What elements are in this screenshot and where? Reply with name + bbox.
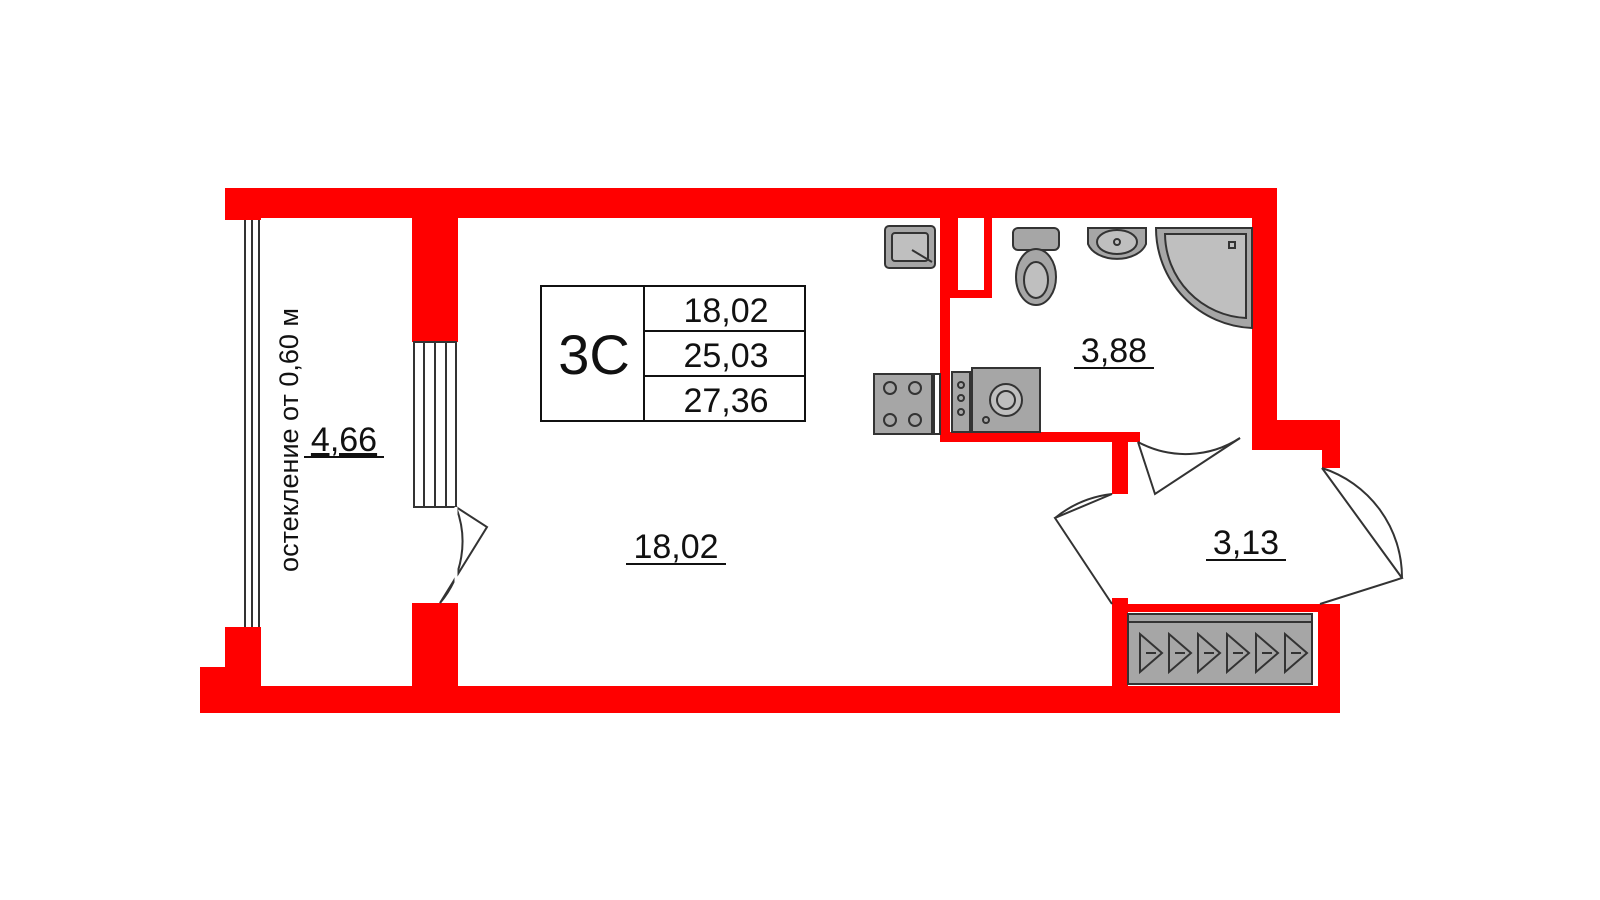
wardrobe-hanger-icon [1284, 631, 1309, 675]
wardrobe-hanger-icon [1255, 631, 1280, 675]
wall-top [225, 188, 1277, 218]
wardrobe-hanger-icon [1226, 631, 1251, 675]
washbasin-icon [1087, 227, 1147, 260]
wardrobe-hanger-icon [1139, 631, 1164, 675]
shower-tray-icon [1154, 227, 1253, 330]
wall-partition-top [412, 188, 458, 342]
wall-hall-left-lower [1112, 598, 1128, 708]
total-area-value: 25,03 [683, 337, 768, 375]
total-with-balcony-value: 27,36 [683, 382, 768, 420]
balcony-glazing [244, 220, 260, 627]
toilet-icon [1012, 227, 1060, 306]
wall-bath-bottom [940, 432, 1140, 442]
wall-wardrobe-top [1112, 604, 1340, 612]
wall-bath-left [940, 218, 950, 436]
wall-partition-bottom [412, 603, 458, 711]
wall-hall-right-lower [1318, 604, 1340, 712]
hallway-area-label: 3,13 [1213, 524, 1279, 562]
walls [200, 188, 1340, 713]
wall-shaft-bottom [950, 290, 992, 298]
wardrobe-hanger-icon [1168, 631, 1193, 675]
balcony-window [413, 341, 457, 508]
balcony-area-label: 4,66 [311, 421, 377, 459]
balcony-glazing-note: остекление от 0,60 м [274, 308, 304, 572]
apartment-type-label: 3С [558, 323, 630, 386]
washing-machine-icon [951, 367, 1041, 433]
wardrobe-hanger-icon [1197, 631, 1222, 675]
wall-shaft-left [950, 218, 958, 298]
wall-bath-right [1252, 188, 1277, 436]
kitchen-sink-icon [884, 225, 936, 269]
living-area-value: 18,02 [683, 292, 768, 330]
wall-balcony-left [225, 188, 261, 220]
bathroom-area-label: 3,88 [1081, 332, 1147, 370]
wall-bottom [200, 686, 1340, 713]
wall-hall-right-stub [1322, 420, 1340, 468]
balcony-door [439, 506, 489, 604]
wall-shaft-right [984, 218, 992, 298]
area-table [540, 285, 806, 422]
wall-hall-stub [1112, 436, 1128, 494]
main-room-area-label: 18,02 [633, 528, 718, 566]
wardrobe-hangers [1139, 631, 1309, 675]
hall-door [1053, 467, 1404, 605]
stove-icon [873, 373, 941, 435]
bathroom-door [1137, 437, 1241, 496]
